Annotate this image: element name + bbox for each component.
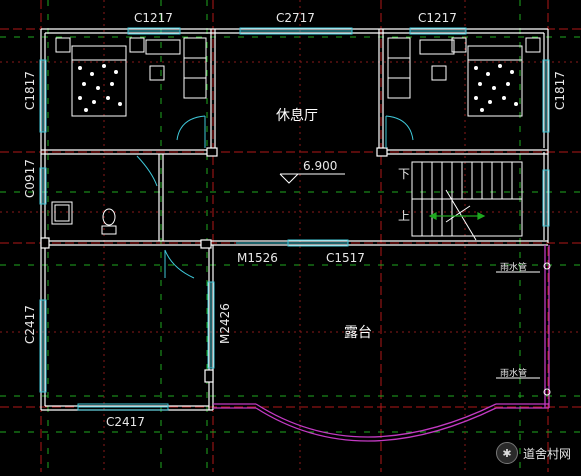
door-swings [136, 115, 414, 279]
window-label-left-upper: C1817 [23, 71, 37, 110]
wechat-icon: ✱ [495, 442, 518, 464]
bathroom-fixtures [51, 201, 117, 235]
windows [39, 27, 550, 411]
door-label-mid: M1526 [237, 251, 278, 265]
room-label-terrace: 露台 [344, 325, 372, 341]
terrace-balcony-outline [213, 245, 550, 442]
downpipe-label: 雨水管 [500, 367, 527, 379]
window-label-right-upper: C1817 [553, 71, 567, 110]
window-label-center: C1517 [326, 251, 365, 265]
labels: C1217 C2717 C1217 C1817 C1817 C0917 C241… [23, 11, 567, 429]
downpipe-label: 雨水管 [500, 261, 527, 273]
window-label-top-left: C1217 [134, 11, 173, 25]
bedroom-right-furniture [387, 37, 541, 117]
elevation-value: 6.900 [303, 159, 337, 173]
window-label-bottom: C2417 [106, 415, 145, 429]
stair-down-label: 下 [398, 167, 410, 181]
room-label-lounge: 休息厅 [276, 107, 318, 124]
window-label-top-right: C1217 [418, 11, 457, 25]
downpipe-markers [496, 262, 551, 396]
elevation-marker [279, 173, 345, 184]
stair-arrows [428, 212, 486, 220]
staircase [411, 161, 523, 241]
window-label-left-mid: C0917 [23, 159, 37, 198]
door-label-vertical: M2426 [218, 303, 232, 344]
watermark-text: 道舍村网 [522, 446, 571, 461]
stair-up-label: 上 [398, 209, 410, 223]
window-label-left-lower: C2417 [23, 305, 37, 344]
window-label-top-mid: C2717 [276, 11, 315, 25]
walls [40, 28, 549, 411]
bedroom-left-furniture [55, 37, 207, 117]
watermark: ✱ 道舍村网 [495, 442, 571, 464]
